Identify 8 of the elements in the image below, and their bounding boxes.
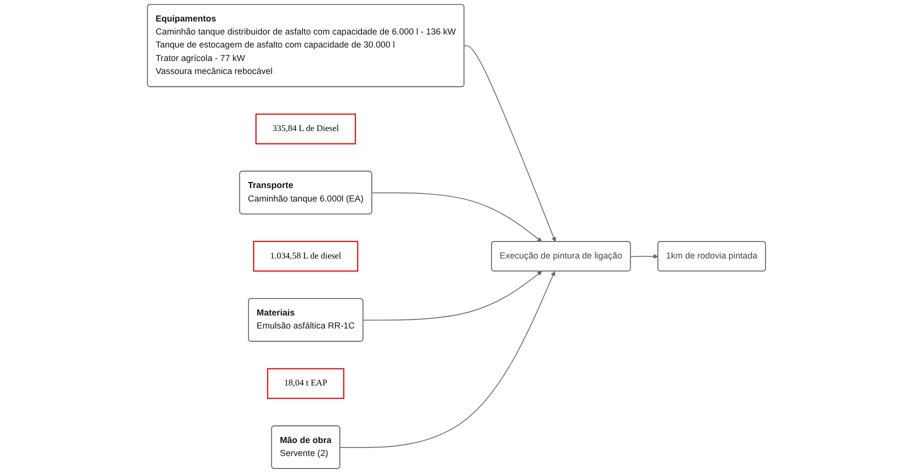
node-box: 1.034,58 L de diesel <box>252 240 358 272</box>
arrow <box>463 45 556 242</box>
arrow <box>362 271 542 321</box>
arrow <box>339 271 555 448</box>
arrow <box>371 192 542 242</box>
arrow <box>630 254 658 259</box>
node-box: 18,04 t EAP <box>266 368 344 399</box>
node-box: 335,84 L de Diesel <box>254 114 356 144</box>
